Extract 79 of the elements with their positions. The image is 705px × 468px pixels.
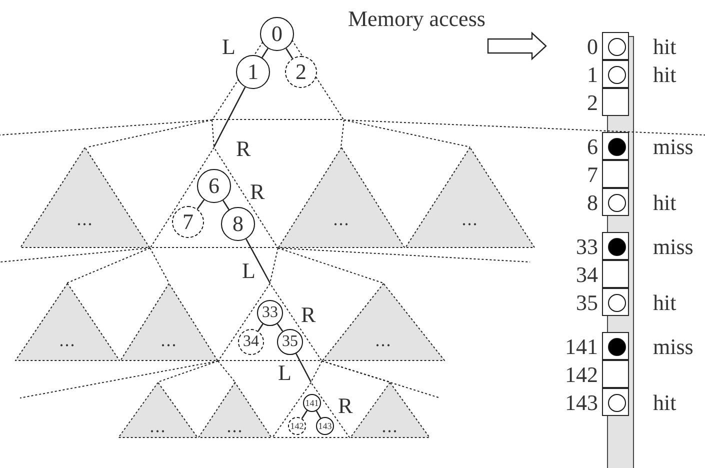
- tree-edge: [286, 48, 293, 59]
- tree-edge: [262, 48, 268, 58]
- memory-cell: [602, 332, 629, 360]
- edge-label: L: [242, 260, 256, 282]
- address-label: 143: [565, 392, 598, 414]
- address-label: 2: [587, 92, 598, 114]
- open-circle-marker: [608, 394, 626, 412]
- ellipsis-label: ...: [460, 210, 480, 228]
- edge-label: R: [301, 304, 316, 326]
- tree-edge: [301, 410, 308, 419]
- filled-circle-marker: [608, 138, 626, 156]
- status-label: miss: [653, 336, 694, 358]
- tree-edge: [295, 353, 312, 382]
- memory-cell: [602, 288, 629, 316]
- edge-label: R: [236, 138, 251, 160]
- collapsed-subtree-triangle: [120, 283, 218, 361]
- edge-label: L: [222, 36, 236, 58]
- edge-label: R: [338, 395, 353, 417]
- collapsed-subtree-triangle: [15, 283, 120, 361]
- tree-edge: [246, 238, 271, 284]
- address-label: 6: [587, 136, 598, 158]
- memory-cell: [602, 188, 629, 216]
- open-circle-marker: [608, 66, 626, 84]
- tree-edge: [258, 324, 264, 332]
- memory-cell: [602, 32, 629, 60]
- filled-circle-marker: [608, 338, 626, 356]
- status-label: hit: [653, 392, 676, 414]
- address-label: 1: [587, 64, 598, 86]
- ellipsis-label: ...: [226, 416, 244, 435]
- memory-cell: [602, 360, 629, 388]
- subtree-triangle: [218, 283, 322, 361]
- memory-cell: [602, 388, 629, 416]
- status-label: hit: [653, 292, 676, 314]
- tree-edge: [316, 410, 322, 418]
- heading-label: Memory access: [348, 8, 486, 30]
- ellipsis-label: ...: [76, 210, 94, 228]
- open-circle-marker: [608, 38, 626, 56]
- collapsed-subtree-triangle: [322, 283, 445, 361]
- status-label: miss: [653, 136, 694, 158]
- address-label: 7: [587, 164, 598, 186]
- address-label: 142: [565, 364, 598, 386]
- collapsed-subtree-triangle: [20, 147, 150, 248]
- tree-edge: [213, 86, 246, 148]
- address-label: 8: [587, 192, 598, 214]
- address-label: 0: [587, 36, 598, 58]
- tree-node-circle: 0: [260, 17, 294, 51]
- status-label: hit: [653, 36, 676, 58]
- memory-cell: [602, 60, 629, 88]
- open-circle-marker: [608, 294, 626, 312]
- subtree-triangle: [212, 18, 344, 120]
- memory-cell: [602, 132, 629, 160]
- address-label: 34: [576, 264, 598, 286]
- memory-cell: [602, 260, 629, 288]
- ellipsis-label: ...: [58, 331, 77, 350]
- edge-label: L: [278, 362, 292, 384]
- ellipsis-label: ...: [332, 210, 351, 228]
- address-label: 33: [576, 236, 598, 258]
- ellipsis-label: ...: [380, 416, 400, 435]
- memory-cell: [602, 232, 629, 260]
- collapsed-subtree-triangle: [278, 147, 405, 248]
- collapsed-subtree-triangle: [198, 382, 272, 438]
- tree-edge: [222, 200, 230, 210]
- collapsed-subtree-triangle: [405, 147, 535, 248]
- ellipsis-label: ...: [148, 416, 168, 435]
- filled-circle-marker: [608, 238, 626, 256]
- collapsed-subtree-triangle: [118, 382, 198, 438]
- address-label: 141: [565, 336, 598, 358]
- memory-cell: [602, 160, 629, 188]
- status-label: hit: [653, 192, 676, 214]
- address-label: 35: [576, 292, 598, 314]
- open-circle-marker: [608, 194, 626, 212]
- tree-edge: [276, 323, 284, 332]
- ellipsis-label: ...: [160, 331, 178, 350]
- memory-cell: [602, 88, 629, 116]
- tree-edge: [196, 199, 205, 210]
- status-label: hit: [653, 64, 676, 86]
- status-label: miss: [653, 236, 694, 258]
- edge-label: R: [250, 181, 265, 203]
- ellipsis-label: ...: [374, 331, 393, 350]
